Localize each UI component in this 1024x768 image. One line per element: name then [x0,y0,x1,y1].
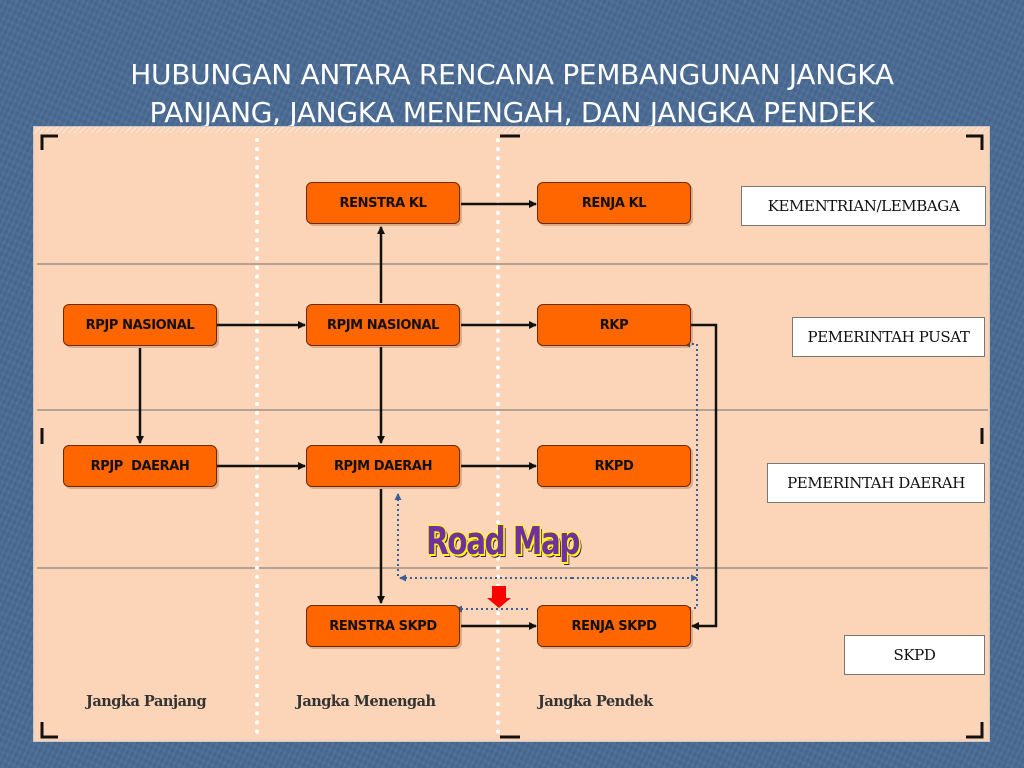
flow-arrows [136,200,718,630]
panel-background [37,133,988,739]
corner-brackets [40,134,984,739]
arrow-rkp-renjaskpd [691,323,718,630]
slide-title: HUBUNGAN ANTARA RENCANA PEMBANGUNAN JANG… [0,56,1024,132]
node-renstra-kl: RENSTRA KL [306,182,460,224]
level-kementrian-lembaga: KEMENTRIAN/LEMBAGA [741,186,986,226]
node-renja-skpd: RENJA SKPD [537,605,691,647]
node-rkp: RKP [537,304,691,346]
level-pemerintah-daerah: PEMERINTAH DAERAH [767,463,985,503]
level-skpd: SKPD [844,635,985,675]
roadmap-pointer [487,586,511,608]
road-map-annotation: Road Map [426,519,581,563]
column-label-jangka-panjang: Jangka Panjang [86,693,207,710]
node-renstra-skpd: RENSTRA SKPD [306,605,460,647]
node-rpjm-daerah: RPJM DAERAH [306,445,460,487]
title-line-2: PANJANG, JANGKA MENENGAH, DAN JANGKA PEN… [149,96,875,129]
level-pemerintah-pusat: PEMERINTAH PUSAT [792,317,985,357]
column-separators [255,138,500,737]
row-dividers [37,263,988,569]
node-rpjm-nasional: RPJM NASIONAL [306,304,460,346]
node-rpjp-daerah: RPJP DAERAH [63,445,217,487]
node-renja-kl: RENJA KL [537,182,691,224]
diagram-panel [33,126,990,742]
title-line-1: HUBUNGAN ANTARA RENCANA PEMBANGUNAN JANG… [130,58,894,91]
node-rkpd: RKPD [537,445,691,487]
column-label-jangka-pendek: Jangka Pendek [538,693,653,710]
node-rpjp-nasional: RPJP NASIONAL [63,304,217,346]
column-label-jangka-menengah: Jangka Menengah [296,693,436,710]
